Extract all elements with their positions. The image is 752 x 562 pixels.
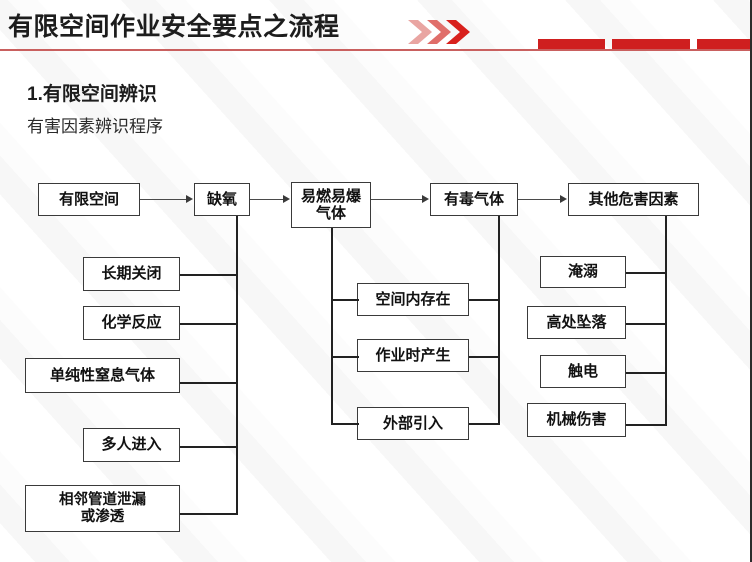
flow-arrow-line [140,199,190,201]
branch-connector [469,299,500,301]
flow-node-external-introduction[interactable]: 外部引入 [357,407,469,440]
branch-bus-middle-left [331,228,333,423]
flow-arrow-line [250,199,287,201]
branch-bus-left [236,216,238,513]
flow-arrow-line [371,199,426,201]
flow-node-fall-from-height[interactable]: 高处坠落 [527,306,626,339]
flow-node-adjacent-pipe-leak[interactable]: 相邻管道泄漏 或渗透 [25,485,180,532]
flow-node-toxic-gas[interactable]: 有毒气体 [430,183,518,216]
header-divider [0,49,750,51]
flow-node-electric-shock[interactable]: 触电 [540,355,626,388]
header-red-block [538,39,605,50]
flow-node-confined-space[interactable]: 有限空间 [38,183,140,216]
flow-node-drowning[interactable]: 淹溺 [540,256,626,288]
flow-arrow-head [186,195,193,203]
section-heading: 1.有限空间辨识 [27,84,157,105]
flow-node-oxygen-deficiency[interactable]: 缺氧 [194,183,250,216]
branch-connector [626,424,667,426]
flow-node-present-in-space[interactable]: 空间内存在 [357,283,469,316]
branch-connector [331,356,359,358]
branch-connector [469,356,500,358]
section-subheading: 有害因素辨识程序 [27,117,163,136]
flow-arrow-head [422,195,429,203]
branch-connector [331,299,359,301]
flow-arrow-line [518,199,564,201]
flow-node-mechanical-injury[interactable]: 机械伤害 [527,403,626,437]
double-chevron-right-icon [406,19,474,45]
branch-connector [180,446,238,448]
slide-header: 有限空间作业安全要点之流程 [0,0,750,52]
flow-node-multiple-entrants[interactable]: 多人进入 [83,428,180,462]
branch-connector [626,323,667,325]
page-title: 有限空间作业安全要点之流程 [8,13,340,41]
flow-node-simple-asphyxiant-gas[interactable]: 单纯性窒息气体 [25,358,180,393]
header-red-block [697,39,750,50]
branch-connector [180,513,238,515]
branch-connector [180,274,238,276]
flow-arrow-head [283,195,290,203]
branch-connector [180,323,238,325]
branch-connector [180,382,238,384]
flow-node-chemical-reaction[interactable]: 化学反应 [83,306,180,340]
header-red-block [612,39,690,50]
flow-node-other-hazards[interactable]: 其他危害因素 [568,183,699,216]
branch-connector [331,423,359,425]
flow-arrow-head [560,195,567,203]
branch-bus-middle-right [498,216,500,423]
branch-connector [626,372,667,374]
flow-node-generated-during-work[interactable]: 作业时产生 [357,339,469,372]
flow-node-flammable-gas[interactable]: 易燃易爆 气体 [291,182,371,228]
branch-connector [469,423,500,425]
branch-connector [626,272,667,274]
flow-node-long-term-closure[interactable]: 长期关闭 [83,257,180,291]
branch-bus-right [665,216,667,424]
